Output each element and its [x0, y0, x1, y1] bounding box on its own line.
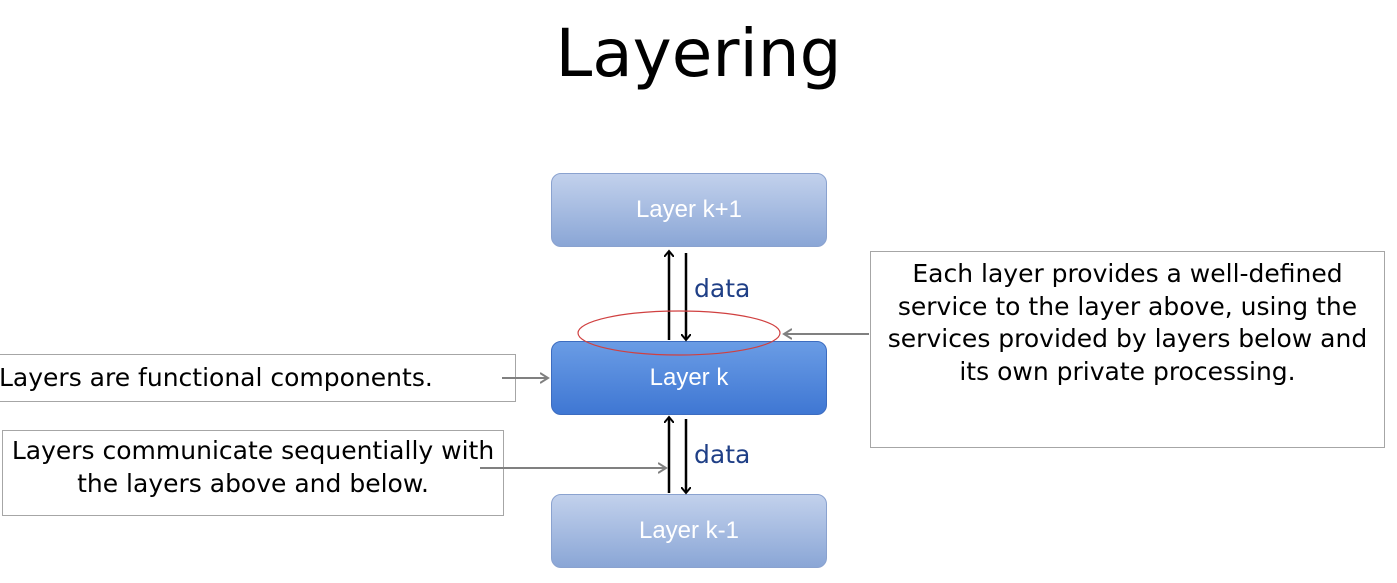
interface-ellipse — [577, 310, 781, 356]
note-functional-components-text: Layers are functional components. — [0, 362, 433, 392]
layer-k-plus-1-label: Layer k+1 — [635, 196, 743, 223]
note-functional-components: Layers are functional components. — [0, 354, 516, 402]
note-service-description-text: Each layer provides a well-defined servi… — [887, 259, 1368, 386]
layer-k-minus-1-label: Layer k-1 — [638, 517, 740, 544]
note-service-description: Each layer provides a well-defined servi… — [870, 251, 1385, 448]
layer-k-plus-1: Layer k+1 — [551, 173, 827, 247]
note-sequential-communication-text: Layers communicate sequentially with the… — [11, 436, 495, 498]
note-sequential-communication: Layers communicate sequentially with the… — [2, 430, 504, 516]
layer-k-label: Layer k — [649, 364, 729, 391]
page-title: Layering — [555, 15, 842, 92]
layer-k-minus-1: Layer k-1 — [551, 494, 827, 568]
data-label-lower: data — [694, 440, 751, 469]
data-label-upper: data — [694, 274, 751, 303]
